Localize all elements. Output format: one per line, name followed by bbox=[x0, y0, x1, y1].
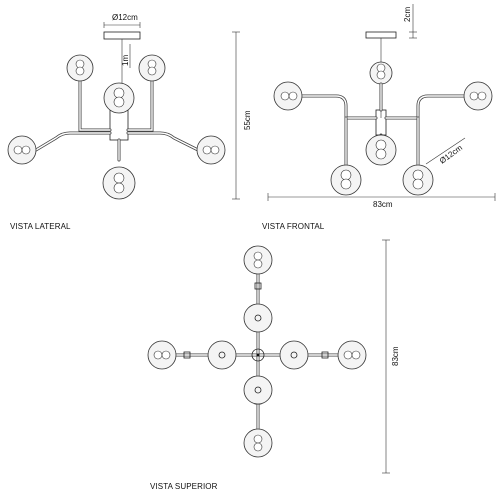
side-height-label: 55cm bbox=[243, 110, 252, 130]
top-view-label: VISTA SUPERIOR bbox=[150, 482, 218, 491]
canopy-height-label: 2cm bbox=[403, 7, 412, 22]
front-width-label: 83cm bbox=[373, 200, 393, 209]
frontal-view-drawing: 2cm Ø12cm 83cm bbox=[267, 4, 496, 209]
lateral-view-label: VISTA LATERAL bbox=[10, 222, 71, 231]
frontal-view-label: VISTA FRONTAL bbox=[262, 222, 325, 231]
cable-length-label: 1m bbox=[121, 55, 130, 66]
lateral-view-drawing: Ø12cm 1m 55cm bbox=[7, 13, 252, 200]
top-height-label: 83cm bbox=[391, 346, 400, 366]
top-view-drawing: 83cm bbox=[147, 239, 400, 474]
globe-diameter-label: Ø12cm bbox=[438, 143, 464, 166]
canopy-diameter-label: Ø12cm bbox=[112, 13, 138, 22]
